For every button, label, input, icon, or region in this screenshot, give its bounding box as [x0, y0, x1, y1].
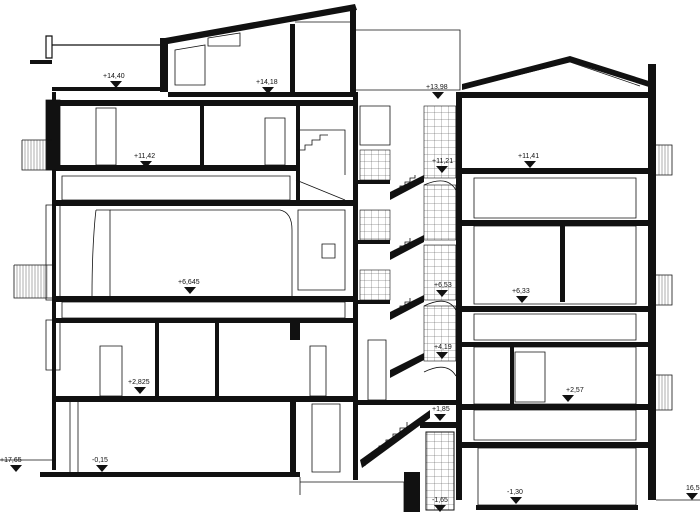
svg-text:+6,33: +6,33 — [512, 288, 530, 295]
svg-text:+11,42: +11,42 — [134, 153, 155, 160]
level-marker: +6,53 — [434, 282, 452, 297]
level-marker: +11,41 — [518, 153, 539, 168]
svg-text:+14,18: +14,18 — [256, 79, 278, 86]
svg-text:+2,825: +2,825 — [128, 379, 150, 386]
svg-text:+6,53: +6,53 — [434, 282, 452, 289]
level-marker: -1,65 — [432, 497, 448, 512]
svg-text:-1,30: -1,30 — [507, 489, 523, 496]
level-marker: +6,645 — [178, 279, 200, 294]
level-marker: +14,18 — [256, 79, 278, 94]
level-marker: +17,65 — [0, 457, 22, 472]
svg-text:+6,645: +6,645 — [178, 279, 200, 286]
svg-text:+4,19: +4,19 — [434, 344, 452, 351]
svg-text:-0,15: -0,15 — [92, 457, 108, 464]
svg-text:16,5: 16,5 — [686, 485, 700, 492]
level-marker: +1,85 — [432, 406, 450, 421]
svg-text:+11,21: +11,21 — [432, 158, 453, 165]
level-marker: +6,33 — [512, 288, 530, 303]
level-marker: 16,5 — [686, 485, 700, 500]
level-marker: -0,15 — [92, 457, 108, 472]
svg-text:-1,65: -1,65 — [432, 497, 448, 504]
level-marker: +4,19 — [434, 344, 452, 359]
level-marker: -1,30 — [507, 489, 523, 504]
level-markers: +14,40 +14,18 +13,98 +11,42 +11,21 +11,4… — [0, 73, 700, 512]
svg-text:+11,41: +11,41 — [518, 153, 539, 160]
level-marker: +2,825 — [128, 379, 150, 394]
svg-text:+2,57: +2,57 — [566, 387, 584, 394]
level-marker: +13,98 — [426, 84, 448, 99]
svg-text:+1,85: +1,85 — [432, 406, 450, 413]
level-marker: +11,21 — [432, 158, 453, 173]
stair-core — [353, 92, 462, 512]
svg-text:+13,98: +13,98 — [426, 84, 448, 91]
right-building — [462, 56, 700, 510]
level-marker: +14,40 — [103, 73, 125, 88]
left-building — [0, 4, 461, 477]
level-marker: +2,57 — [562, 387, 584, 402]
svg-text:+17,65: +17,65 — [0, 457, 22, 464]
svg-text:+14,40: +14,40 — [103, 73, 125, 80]
level-marker: +11,42 — [134, 153, 155, 168]
